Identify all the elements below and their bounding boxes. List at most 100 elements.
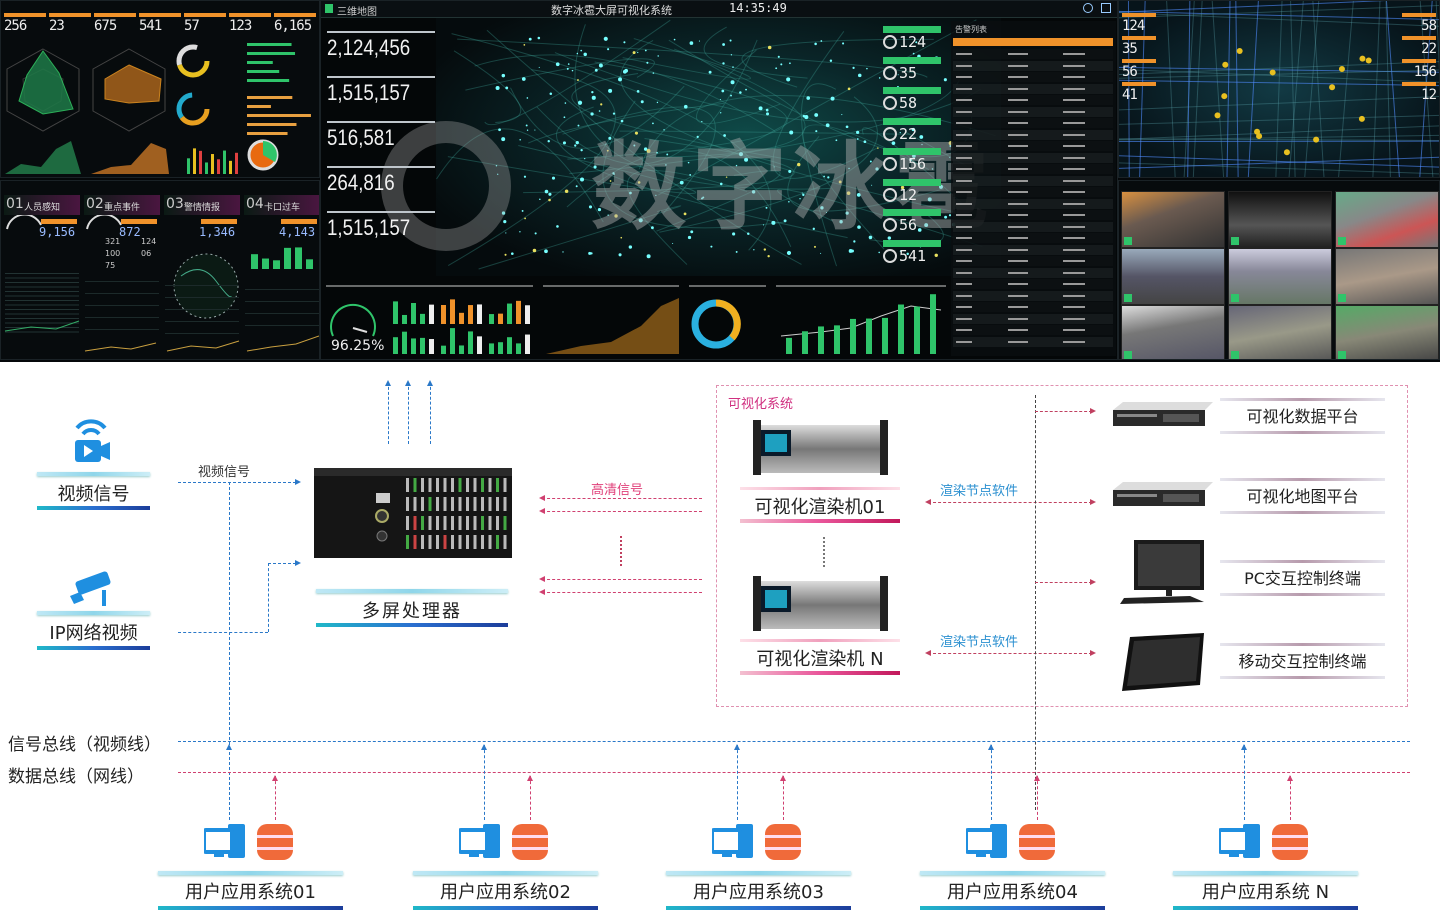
user-system-node[interactable]: 用户应用系统04 [947,882,1078,903]
event-count: 06 [141,249,152,258]
alarm-row[interactable] [953,336,1113,347]
camera-feed[interactable] [1335,248,1439,305]
alarm-row[interactable] [953,60,1113,71]
alarm-row[interactable] [953,256,1113,266]
bar [802,331,808,354]
alarm-row[interactable] [953,290,1113,301]
map-point [633,144,636,147]
alarm-row[interactable] [953,175,1113,186]
power-icon[interactable] [1101,3,1111,13]
bar [429,304,434,324]
bar [450,328,455,354]
alarm-row[interactable] [953,325,1113,335]
alarm-row[interactable] [953,141,1113,151]
render-software-label: 渲染节点软件 [940,635,1019,650]
alarm-row[interactable] [953,187,1113,197]
map-point [856,138,859,140]
alarm-row[interactable] [953,302,1113,312]
map-point [780,63,783,66]
map-stat: 41 [1122,82,1156,103]
alarm-row[interactable] [953,267,1113,278]
camera-feed[interactable] [1228,248,1332,305]
desktop-monitor-icon [1120,540,1204,604]
user-system-node[interactable]: 用户应用系统03 [693,882,824,903]
3d-map[interactable] [436,18,1001,276]
alarm-row[interactable] [953,164,1113,174]
label-underline [1220,431,1385,434]
camera-feed[interactable] [1121,191,1225,248]
alarm-row[interactable] [953,83,1113,94]
bar [525,305,530,324]
alarm-row[interactable] [953,233,1113,243]
map-point [689,174,692,176]
alarm-row[interactable] [953,49,1113,59]
map-point [732,232,736,236]
map-point [519,231,521,233]
alarm-row[interactable] [953,95,1113,105]
map-point [906,252,909,256]
arrow-up-icon [780,772,786,781]
platform-node[interactable]: 可视化地图平台 [1246,487,1359,506]
bar [459,312,464,324]
camera-feed[interactable] [1228,191,1332,248]
platform-node[interactable]: PC交互控制终端 [1244,569,1361,588]
render-server-image[interactable] [753,576,888,631]
bar [477,336,482,354]
stat-value: 256 [4,18,27,34]
camera-feed[interactable] [1228,305,1332,359]
ip-video-node[interactable]: IP网络视频 [49,623,138,644]
stat-value: 123 [229,18,252,34]
platform-node[interactable]: 可视化数据平台 [1246,407,1359,426]
camera-feed[interactable] [1121,248,1225,305]
bar [251,254,258,269]
map-point [786,77,791,82]
user-system-node[interactable]: 用户应用系统01 [185,882,316,903]
search-icon[interactable] [1083,3,1093,13]
alarm-row[interactable] [953,118,1113,128]
arrow-left-icon [536,589,545,595]
camera-feed[interactable] [1121,305,1225,359]
alarm-row[interactable] [953,210,1113,220]
user-system-node[interactable]: 用户应用系统 N [1201,882,1330,903]
alarm-row[interactable] [953,279,1113,289]
map-point [651,226,654,230]
event-count: 75 [105,261,116,270]
map-point [777,55,780,58]
camera-feed[interactable] [1335,191,1439,248]
alarm-row[interactable] [953,106,1113,117]
arrow-up-icon [405,377,411,386]
map-point [498,128,501,132]
alarm-row[interactable] [953,72,1113,82]
alarm-row[interactable] [953,129,1113,140]
alarm-row[interactable] [953,221,1113,232]
camera-feed[interactable] [1335,305,1439,359]
map-point [655,194,657,197]
user-system-node[interactable]: 用户应用系统02 [440,882,571,903]
alarm-row[interactable] [953,198,1113,209]
render-node-n[interactable]: 可视化渲染机 N [756,649,884,670]
metric-value: 1,515,157 [327,215,411,240]
map-point [919,135,924,139]
map-point [504,253,507,256]
map-point [637,51,639,54]
video-signal-node[interactable]: 视频信号 [57,484,130,505]
alarm-row[interactable] [953,244,1113,255]
category-stat: 58 [883,87,943,112]
platform-node[interactable]: 移动交互控制终端 [1238,652,1367,671]
alarm-row[interactable] [953,152,1113,163]
map-point [571,69,574,72]
map-tab[interactable]: 三维地图 [337,7,377,18]
map-point [547,140,550,143]
render-node-01[interactable]: 可视化渲染机01 [754,497,886,518]
map-point [652,72,655,74]
map-point [503,220,507,224]
multi-screen-processor-image[interactable] [314,468,514,562]
render-server-image[interactable] [753,420,888,475]
bar [205,162,208,174]
bar [411,302,416,324]
event-count: 321 [105,237,121,246]
map-stat: 56 [1122,59,1156,80]
alarm-row[interactable] [953,313,1113,324]
person-icon [883,248,897,263]
modules-charts [4,213,319,352]
